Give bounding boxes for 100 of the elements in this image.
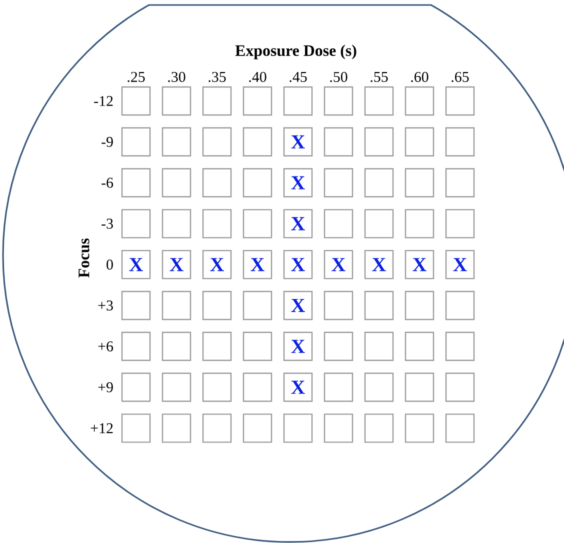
empty-square — [242, 372, 272, 402]
empty-square — [404, 209, 434, 238]
empty-square — [242, 86, 272, 116]
empty-square — [162, 168, 192, 198]
empty-square — [404, 168, 434, 198]
row-label: -6 — [102, 178, 114, 188]
column-label: .40 — [249, 72, 266, 82]
empty-square — [364, 372, 394, 402]
column-label: .25 — [128, 72, 145, 82]
empty-square — [242, 332, 272, 361]
axis-title: Focus — [78, 238, 90, 278]
empty-square — [242, 414, 272, 443]
empty-square — [121, 372, 151, 402]
row-label: +6 — [98, 341, 114, 352]
empty-square — [283, 414, 313, 443]
empty-square — [162, 372, 192, 402]
marked-square: X — [121, 250, 151, 280]
empty-square — [202, 86, 232, 116]
empty-square — [324, 332, 354, 361]
empty-square — [242, 209, 272, 238]
empty-square — [364, 86, 394, 116]
empty-square — [404, 127, 434, 156]
marked-square: X — [283, 290, 313, 320]
marked-square: X — [404, 250, 434, 280]
empty-square — [324, 209, 354, 238]
marked-square: X — [283, 209, 313, 238]
empty-square — [162, 86, 192, 116]
column-label: .65 — [452, 72, 469, 82]
empty-square — [162, 414, 192, 443]
empty-square — [121, 168, 151, 198]
empty-square — [283, 86, 313, 116]
column-label: .35 — [208, 72, 226, 82]
empty-square — [404, 372, 434, 402]
empty-square — [404, 332, 434, 361]
marked-square: X — [445, 250, 475, 280]
column-label: .50 — [330, 72, 348, 82]
column-label: .60 — [411, 72, 428, 82]
empty-square — [202, 127, 232, 156]
empty-square — [445, 127, 475, 156]
row-label: -12 — [94, 96, 113, 106]
empty-square — [445, 372, 475, 402]
marked-square: X — [324, 250, 354, 280]
empty-square — [202, 168, 232, 198]
empty-square — [324, 168, 354, 198]
marked-square: X — [162, 250, 192, 280]
empty-square — [242, 290, 272, 320]
empty-square — [404, 414, 434, 443]
empty-square — [162, 290, 192, 320]
empty-square — [202, 372, 232, 402]
empty-square — [202, 414, 232, 443]
empty-square — [324, 372, 354, 402]
empty-square — [162, 127, 192, 156]
empty-square — [242, 168, 272, 198]
empty-square — [445, 332, 475, 361]
row-label: -3 — [102, 218, 113, 229]
empty-square — [121, 290, 151, 320]
empty-square — [121, 414, 151, 443]
empty-square — [445, 209, 475, 238]
column-label: .45 — [290, 72, 307, 82]
empty-square — [121, 127, 151, 156]
marked-square: X — [202, 250, 232, 280]
empty-square — [445, 86, 475, 116]
empty-square — [324, 290, 354, 320]
marked-square: X — [283, 250, 313, 280]
empty-square — [324, 86, 354, 116]
empty-square — [121, 86, 151, 116]
empty-square — [364, 127, 394, 156]
marked-square: X — [283, 127, 313, 156]
empty-square — [364, 209, 394, 238]
empty-square — [364, 168, 394, 198]
empty-square — [242, 127, 272, 156]
marked-square: X — [283, 168, 313, 198]
empty-square — [364, 332, 394, 361]
empty-square — [445, 414, 475, 443]
column-label: .30 — [168, 72, 186, 82]
empty-square — [324, 127, 354, 156]
empty-square — [364, 414, 394, 443]
row-label: +3 — [98, 300, 113, 310]
empty-square — [324, 414, 354, 443]
row-label: +12 — [90, 423, 113, 434]
empty-square — [162, 209, 192, 238]
empty-square — [162, 332, 192, 361]
empty-square — [404, 290, 434, 320]
empty-square — [404, 86, 434, 116]
marked-square: X — [283, 372, 313, 402]
empty-square — [364, 290, 394, 320]
empty-square — [121, 209, 151, 238]
column-label: .55 — [370, 72, 388, 82]
row-label: +9 — [98, 382, 113, 392]
empty-square — [202, 209, 232, 238]
empty-square — [445, 168, 475, 198]
empty-square — [445, 290, 475, 320]
empty-square — [202, 332, 232, 361]
marked-square: X — [283, 332, 313, 361]
row-label: 0 — [106, 260, 113, 270]
marked-square: X — [364, 250, 394, 280]
marked-square: X — [242, 250, 272, 280]
axis-title: Exposure Dose (s) — [235, 44, 356, 60]
row-label: -9 — [102, 136, 113, 147]
empty-square — [202, 290, 232, 320]
